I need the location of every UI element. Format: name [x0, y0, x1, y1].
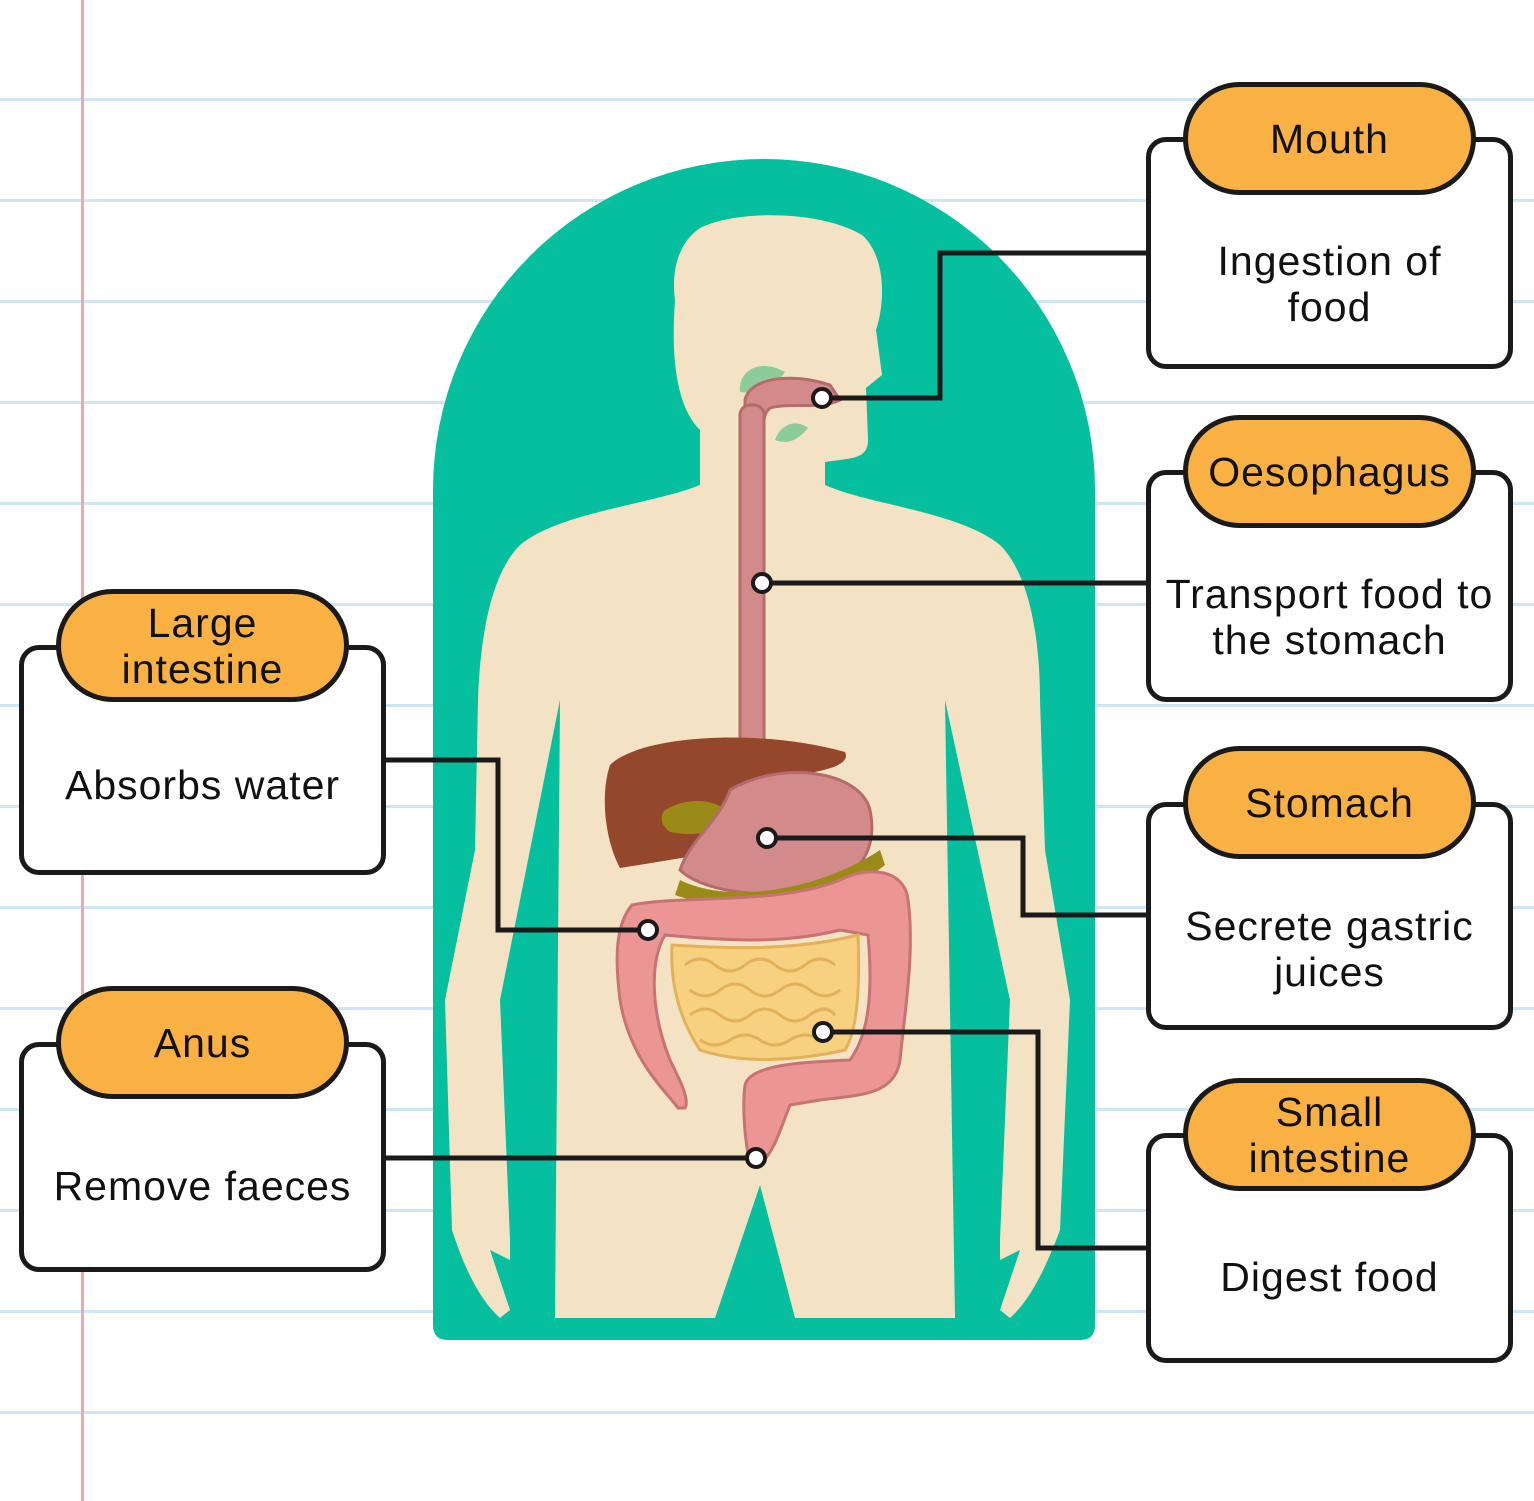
salivary-gland-upper	[739, 365, 785, 393]
small-intestine-coils	[684, 957, 841, 1047]
stomach-connector	[767, 835, 1148, 918]
oesophagus-description: Transport food to the stomach	[1165, 571, 1494, 663]
stomach-description: Secrete gastric juices	[1185, 903, 1474, 995]
large-intestine-label: Large intestine	[56, 589, 349, 702]
stomach-label: Stomach	[1183, 746, 1476, 859]
small-intestine-label: Small intestine	[1183, 1078, 1476, 1191]
large-intestine-connector	[385, 757, 648, 933]
oesophagus-label: Oesophagus	[1183, 415, 1476, 528]
anus-marker	[745, 1147, 767, 1169]
large-intestine	[615, 870, 912, 1167]
salivary-gland-lower	[775, 423, 808, 442]
anus-description: Remove faeces	[53, 1163, 352, 1209]
mouth-label: Mouth	[1183, 82, 1476, 195]
mouth-description: Ingestion of food	[1217, 238, 1442, 330]
mouth-connector	[822, 250, 1148, 401]
small-intestine-marker	[812, 1021, 834, 1043]
mouth-marker	[811, 387, 833, 409]
stomach-marker	[756, 827, 778, 849]
anus-label: Anus	[56, 986, 349, 1099]
small-intestine-connector	[823, 1029, 1148, 1251]
large-intestine-marker	[637, 919, 659, 941]
large-intestine-description: Absorbs water	[64, 762, 341, 808]
small-intestine-description: Digest food	[1220, 1254, 1439, 1300]
oesophagus-marker	[751, 572, 773, 594]
